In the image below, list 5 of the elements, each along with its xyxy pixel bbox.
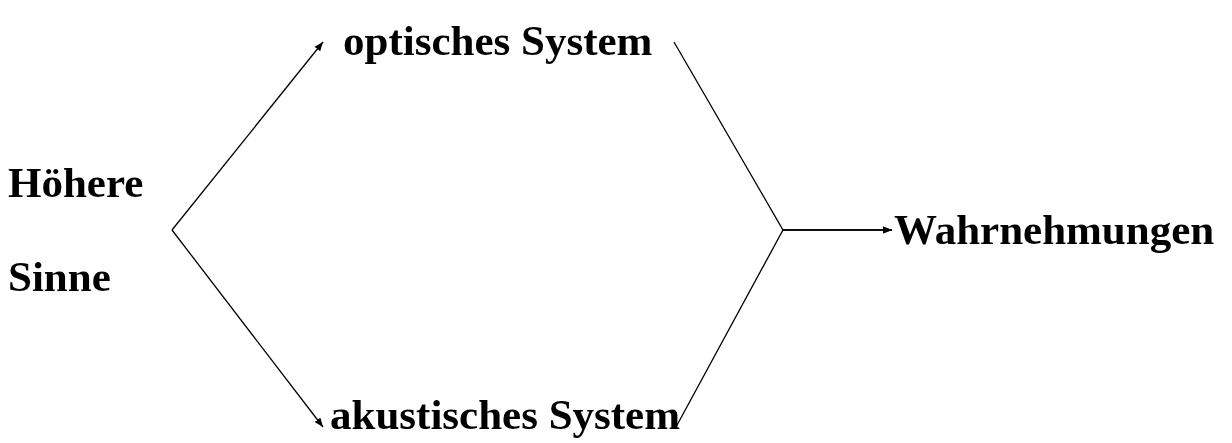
node-label: Wahrnehmungen [894, 208, 1215, 251]
arrow [171, 41, 324, 231]
node-label: Höhere Sinne [8, 136, 172, 324]
arrow [171, 229, 324, 428]
node-label: optisches System [343, 19, 674, 62]
